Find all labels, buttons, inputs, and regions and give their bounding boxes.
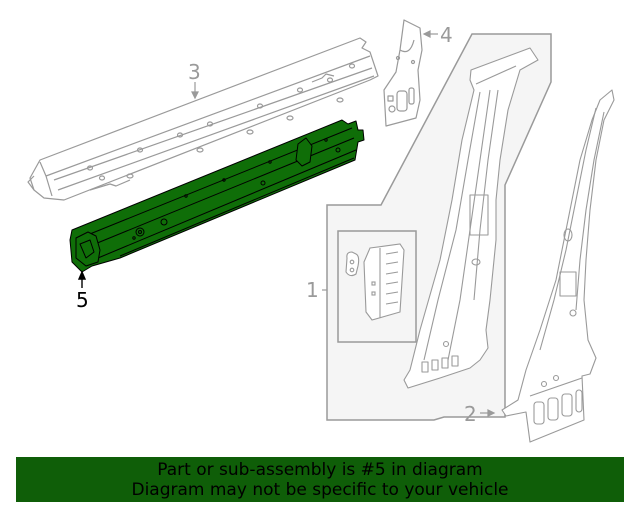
parts-diagram <box>27 19 615 443</box>
part-2-pillar-inner[interactable] <box>501 89 615 443</box>
part-3-rocker-inner-panel[interactable] <box>27 37 379 201</box>
part-5-rocker-reinforcement[interactable] <box>69 119 365 273</box>
callout-label-2[interactable]: 2 <box>464 402 477 426</box>
part-4-pillar-bracket[interactable] <box>383 19 423 127</box>
callout-leaders <box>191 30 496 417</box>
callout-label-1[interactable]: 1 <box>306 278 319 302</box>
callout-label-4[interactable]: 4 <box>440 23 453 47</box>
banner-line-2: Diagram may not be specific to your vehi… <box>131 480 509 500</box>
part-1-group-box[interactable] <box>326 33 552 421</box>
info-banner: Part or sub-assembly is #5 in diagram Di… <box>16 457 624 502</box>
callout-label-3[interactable]: 3 <box>188 60 201 84</box>
banner-line-1: Part or sub-assembly is #5 in diagram <box>157 460 483 480</box>
callout-label-5[interactable]: 5 <box>76 288 89 312</box>
callout-5-leader <box>77 270 87 288</box>
